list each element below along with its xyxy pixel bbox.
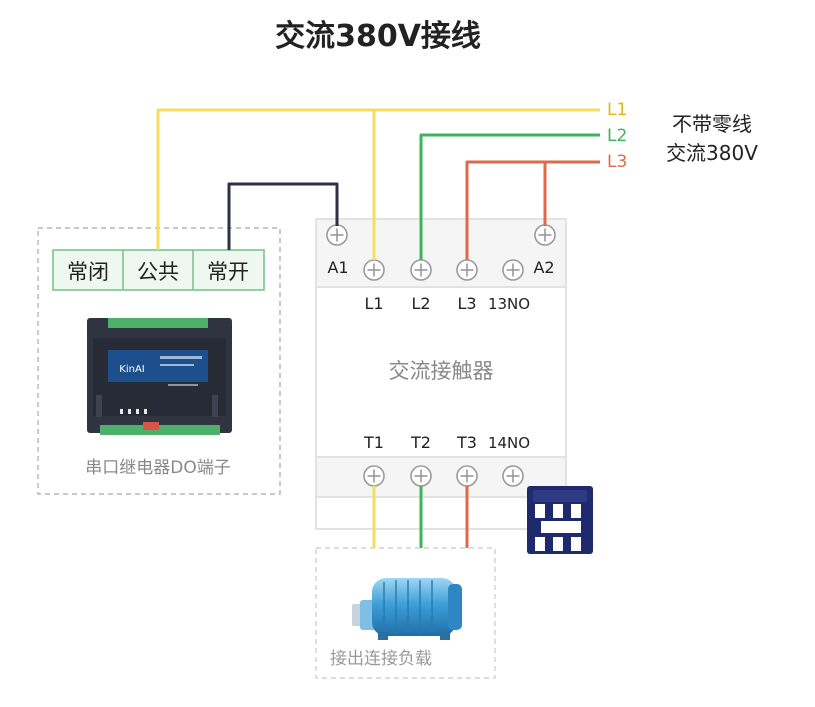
relay-terminal-no: 常开 [207, 260, 249, 284]
contactor-top-terminal-l1: L1 [364, 294, 383, 313]
supply-label-l2: L2 [607, 126, 627, 146]
contactor-bottom-terminal-t1: T1 [363, 433, 384, 452]
contactor-body [315, 218, 567, 530]
contactor-device-image [527, 486, 593, 554]
page-title: 交流380V接线 [275, 19, 481, 54]
relay-brand-logo: KinAI [119, 364, 144, 375]
contactor-top-terminal-13no: 13NO [488, 295, 530, 313]
wire-l3 [465, 160, 600, 260]
relay-module-label: 串口继电器DO端子 [85, 458, 230, 478]
contactor-label: 交流接触器 [389, 359, 494, 383]
relay-terminal-common: 公共 [137, 260, 179, 284]
supply-wires [156, 108, 600, 548]
load-frame [315, 547, 496, 679]
load-label: 接出连接负载 [330, 649, 432, 669]
coil-terminal-a1: A1 [327, 258, 348, 277]
coil-terminal-a2: A2 [533, 258, 554, 277]
contactor-top-terminal-l2: L2 [411, 294, 430, 313]
supply-label-l3: L3 [607, 152, 627, 172]
contactor-bottom-terminal-t2: T2 [410, 433, 431, 452]
motor-icon [352, 578, 462, 640]
supply-note-line1: 不带零线 [672, 112, 752, 136]
contactor-bottom-terminal-t3: T3 [456, 433, 477, 452]
relay-terminal-nc: 常闭 [67, 260, 109, 284]
contactor-top-terminal-l3: L3 [457, 294, 476, 313]
wire-control [227, 182, 339, 250]
relay-terminal-strip: 常闭 公共 常开 [52, 249, 265, 291]
supply-note-line2: 交流380V [666, 141, 758, 165]
relay-device-image: KinAI [87, 318, 232, 435]
contactor-bottom-terminal-14no: 14NO [488, 434, 530, 452]
wire-l2 [419, 133, 600, 260]
supply-label-l1: L1 [607, 100, 627, 120]
wire-l1 [156, 108, 600, 250]
